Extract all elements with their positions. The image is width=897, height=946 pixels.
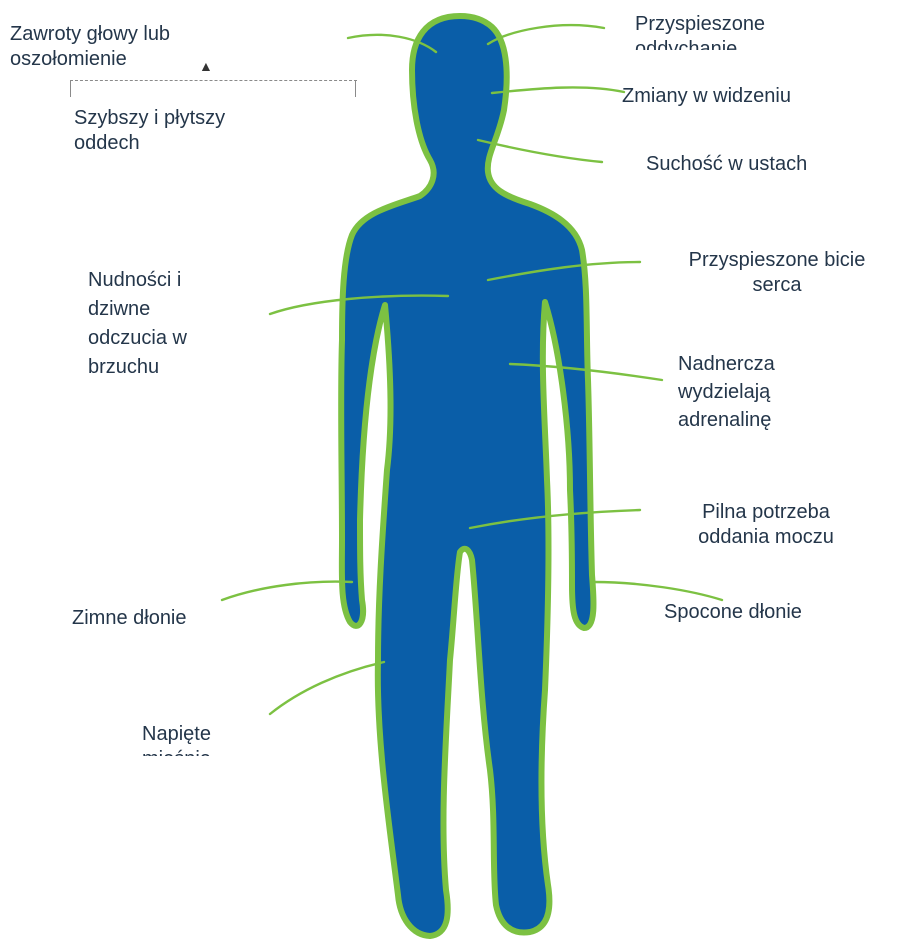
label-cold-hands: Zimne dłonie xyxy=(72,606,187,631)
body-outline xyxy=(341,16,593,936)
line-cold-hands xyxy=(222,582,352,600)
label-tense-muscles: Napięte mięśnie xyxy=(142,722,211,756)
line-pupils xyxy=(488,25,604,44)
label-pupils-partial: Przyspieszone oddychanie xyxy=(635,12,765,50)
label-vision: Zmiany w widzeniu xyxy=(622,84,791,109)
label-adrenal: Nadnercza wydzielają adrenalinę xyxy=(678,350,775,434)
label-dizziness: Zawroty głowy lub oszołomienie xyxy=(10,22,170,72)
line-dry-mouth xyxy=(478,140,602,162)
label-nausea: Nudności i dziwne odczucia w brzuchu xyxy=(88,266,187,382)
line-vision xyxy=(492,87,624,93)
label-sweaty-hands: Spocone dłonie xyxy=(664,600,802,625)
label-breathing: Szybszy i płytszy oddech xyxy=(74,106,225,156)
line-sweaty-hands xyxy=(594,582,722,600)
body-silhouette xyxy=(341,16,593,936)
rotate-arrow-icon: ▲ xyxy=(199,58,213,74)
label-heartbeat: Przyspieszone bicie serca xyxy=(668,248,886,298)
line-tense xyxy=(270,662,384,714)
marquee-handle-right xyxy=(355,81,356,97)
label-dry-mouth: Suchość w ustach xyxy=(646,152,807,177)
label-urination: Pilna potrzeba oddania moczu xyxy=(670,500,862,550)
selection-marquee xyxy=(70,80,357,99)
marquee-handle-left xyxy=(70,81,71,97)
